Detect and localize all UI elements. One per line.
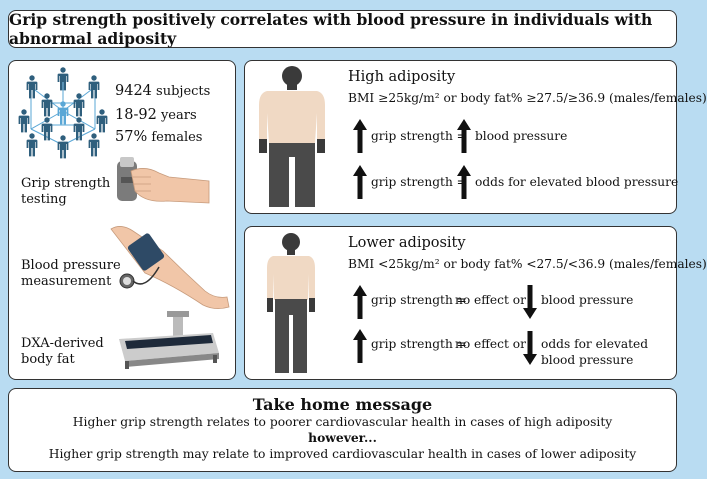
take-home-however: however... — [308, 430, 377, 445]
take-home-line-2: Higher grip strength may relate to impro… — [48, 447, 637, 461]
page-title: Grip strength positively correlates with… — [9, 10, 653, 48]
low-row2-right-line1: odds for elevated — [541, 337, 649, 351]
low-row2-right-line2: blood pressure — [541, 353, 634, 367]
take-home-line-1: Higher grip strength relates to poorer c… — [72, 415, 613, 429]
arrow-up-icon — [353, 285, 367, 319]
low-row2-left: grip strength = — [371, 337, 467, 351]
low-row1-left: grip strength = — [371, 293, 467, 307]
lower-adiposity-panel: Lower adiposity BMI <25kg/m² or body fat… — [244, 226, 707, 380]
low-row1-mid: no effect or — [455, 293, 526, 307]
arrow-down-icon — [523, 331, 537, 365]
low-row1-right: blood pressure — [541, 293, 634, 307]
arrow-down-icon — [523, 285, 537, 319]
take-home-panel: Take home message Higher grip strength r… — [8, 388, 677, 472]
stat-subjects: 9424 subjects — [115, 83, 211, 99]
stat-years: 18-92 years — [115, 107, 197, 123]
arrow-up-icon — [457, 119, 471, 153]
arrow-up-icon — [457, 165, 471, 199]
people-network-icon — [18, 67, 108, 159]
title-box: Grip strength positively correlates with… — [8, 10, 677, 48]
take-home-title: Take home message — [252, 395, 433, 414]
low-row2-mid: no effect or — [455, 337, 526, 351]
high-row1-left: grip strength = — [371, 129, 467, 143]
lower-adiposity-figure-icon — [267, 233, 315, 373]
hand-dynamometer-icon — [117, 157, 210, 204]
arrow-up-icon — [353, 329, 367, 363]
study-overview-panel: 9424 subjects 18-92 years 57% females Gr… — [8, 60, 236, 380]
dxa-scanner-icon — [119, 311, 219, 369]
lower-adiposity-criteria: BMI <25kg/m² or body fat% <27.5/<36.9 (m… — [348, 257, 707, 271]
high-row1-right: blood pressure — [475, 129, 568, 143]
high-adiposity-heading: High adiposity — [348, 69, 456, 85]
arrow-up-icon — [353, 119, 367, 153]
blood-pressure-cuff-icon — [110, 226, 230, 309]
high-row2-left: grip strength = — [371, 175, 467, 189]
high-row2-right: odds for elevated blood pressure — [475, 175, 679, 189]
high-adiposity-criteria: BMI ≥25kg/m² or body fat% ≥27.5/≥36.9 (m… — [348, 91, 707, 105]
arrow-up-icon — [353, 165, 367, 199]
lower-adiposity-heading: Lower adiposity — [348, 235, 466, 251]
stat-females: 57% females — [115, 129, 203, 145]
high-adiposity-figure-icon — [259, 66, 325, 207]
high-adiposity-panel: High adiposity BMI ≥25kg/m² or body fat%… — [244, 60, 707, 214]
